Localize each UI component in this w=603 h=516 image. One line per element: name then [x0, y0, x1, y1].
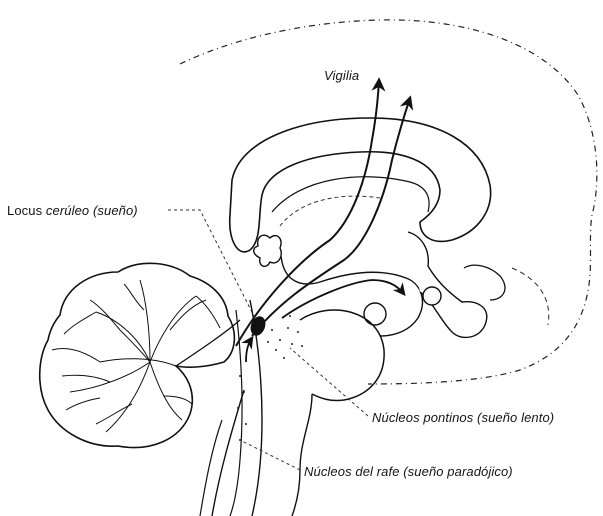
pons — [300, 310, 384, 401]
cerebellum — [40, 263, 235, 447]
hypothalamus — [408, 232, 487, 337]
frontal-outline — [512, 268, 549, 325]
thalamus-region — [262, 245, 422, 336]
label-nucleos-pontinos: Núcleos pontinos (sueño lento) — [372, 410, 554, 426]
rafe-leader-line — [240, 440, 300, 470]
corpus-callosum — [230, 118, 491, 252]
tectum — [254, 235, 282, 266]
pituitary-gland — [364, 303, 386, 325]
mammillary-body — [423, 287, 441, 305]
optic-region — [464, 265, 505, 300]
pontine-nuclei-dots — [267, 315, 303, 359]
fornix — [272, 177, 429, 212]
label-locus-ceruleo: Locus cerúleo (sueño) — [7, 203, 138, 219]
label-locus-main: Locus — [7, 203, 46, 218]
locus-coeruleus-nucleus — [248, 314, 268, 338]
ascending-pathway-6 — [200, 420, 222, 516]
pontinos-leader-line — [290, 348, 368, 416]
label-locus-italic: cerúleo (sueño) — [46, 203, 138, 218]
ascending-pathway-5 — [212, 390, 244, 516]
ascending-pathway-4 — [246, 338, 252, 362]
label-nucleos-rafe: Núcleos del rafe (sueño paradójico) — [304, 464, 513, 480]
brainstem-anterior — [292, 394, 312, 516]
fornix-dashed — [280, 196, 380, 226]
label-vigilia: Vigilia — [324, 68, 359, 84]
